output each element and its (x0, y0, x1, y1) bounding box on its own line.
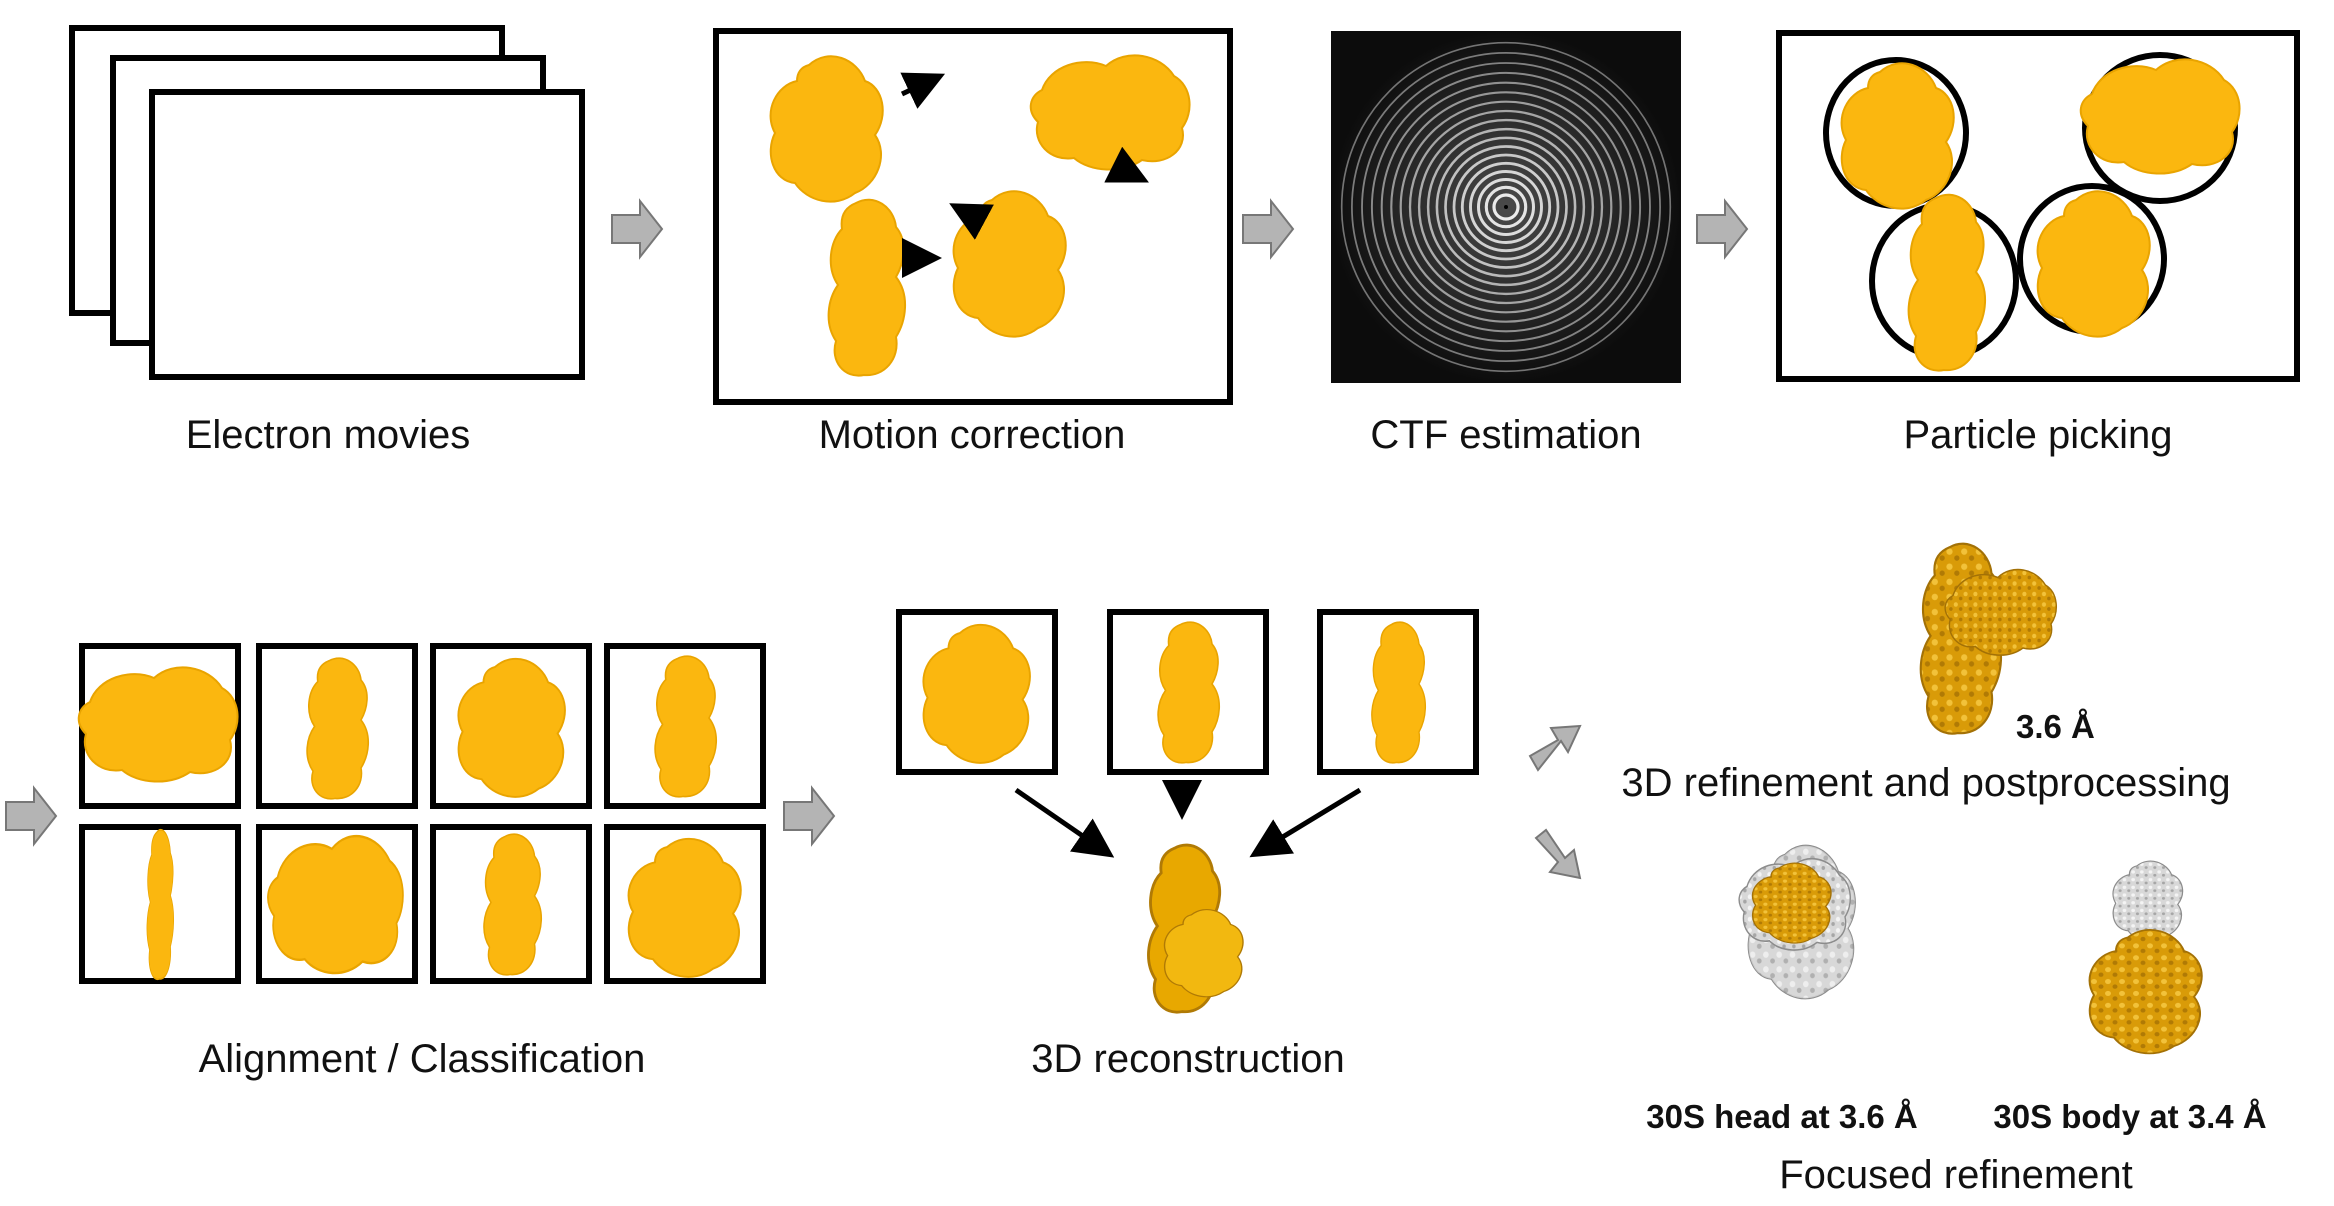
gray-block-arrow-icon (5, 787, 57, 845)
reconstruction-label: 3D reconstruction (1031, 1037, 1344, 1081)
black-arrow-icon (1014, 787, 1115, 858)
thon-rings (1340, 41, 1672, 373)
thon-ring (1452, 153, 1560, 261)
thon-ring (1492, 193, 1520, 221)
focused-refinement-label: Focused refinement (1779, 1153, 2133, 1197)
ctf-estimation-label: CTF estimation (1370, 413, 1641, 457)
particle-blob-icon (77, 666, 239, 783)
thon-ring (1408, 109, 1604, 305)
black-arrow-icon (1249, 787, 1362, 858)
electron-movies-panel (69, 25, 585, 380)
thon-ring (1469, 170, 1543, 244)
thon-ring (1426, 127, 1586, 287)
particle-picking-panel (1776, 30, 2300, 382)
reconstruction-panel (896, 609, 1479, 1014)
refined-resolution-label: 3.6 Å (2016, 708, 2095, 745)
thon-ring (1370, 71, 1642, 343)
density-map-icon (2088, 928, 2203, 1055)
black-arrow-icon (900, 72, 946, 109)
thon-ring (1399, 100, 1613, 314)
particle-blob-icon (266, 834, 405, 975)
movie-frame (149, 89, 585, 380)
black-arrow-icon (949, 203, 994, 240)
particle-blob-icon (2079, 58, 2241, 175)
head-result-label: 30S head at 3.6 Å (1646, 1098, 1917, 1135)
spectrum-center-dot (1504, 205, 1508, 209)
gray-block-arrow-icon (1696, 200, 1748, 258)
ctf-power-spectrum (1331, 31, 1681, 383)
density-map-icon (1944, 568, 2058, 656)
gray-block-arrow-icon (611, 200, 663, 258)
thon-ring (1340, 41, 1672, 373)
electron-movies-label: Electron movies (186, 413, 471, 457)
thon-ring (1361, 62, 1651, 352)
refinement-postprocessing-label: 3D refinement and postprocessing (1621, 761, 2230, 805)
motion-correction-label: Motion correction (819, 413, 1126, 457)
thon-ring (1460, 161, 1552, 253)
refined-map (1919, 542, 2058, 735)
gray-block-arrow-icon (1242, 200, 1294, 258)
thon-ring (1484, 185, 1528, 229)
class-averages-grid (77, 643, 766, 984)
body-result-label: 30S body at 3.4 Å (1993, 1098, 2266, 1135)
thon-ring (1390, 91, 1622, 323)
motion-correction-panel (713, 28, 1233, 405)
gray-block-arrow-icon (1528, 724, 1582, 772)
gray-block-arrow-icon (783, 787, 835, 845)
particle-picking-label: Particle picking (1903, 413, 2172, 457)
thon-ring (1435, 136, 1577, 278)
head-focused-map (1738, 844, 1856, 1000)
body-focused-map (2088, 860, 2203, 1055)
thon-ring (1380, 81, 1632, 333)
thon-ring (1417, 118, 1595, 296)
black-arrow-icon (1104, 146, 1149, 183)
thon-ring (1444, 145, 1568, 269)
alignment-classification-label: Alignment / Classification (199, 1037, 646, 1081)
particle-blob-icon (1029, 54, 1191, 171)
thon-ring (1476, 177, 1536, 237)
thon-ring (1351, 52, 1661, 362)
gray-block-arrow-icon (1534, 828, 1582, 880)
